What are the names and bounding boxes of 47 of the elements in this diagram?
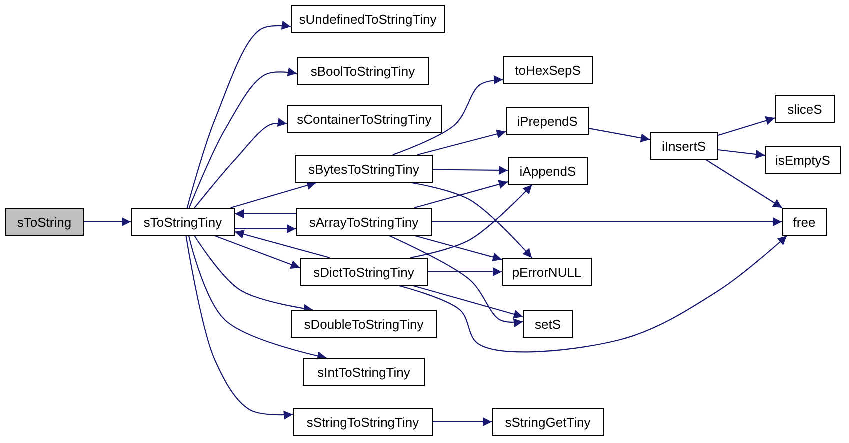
call-arrow <box>413 285 524 319</box>
call-arrow <box>188 68 298 208</box>
call-arrow <box>194 118 288 208</box>
function-box: sToString <box>5 208 84 236</box>
function-box: isEmptyS <box>765 146 841 174</box>
call-arrow <box>399 236 788 353</box>
call-arrow <box>718 116 776 136</box>
function-box: sToStringTiny <box>131 208 235 236</box>
function-box: setS <box>523 310 573 338</box>
call-arrow <box>392 76 504 156</box>
call-arrow <box>428 268 502 276</box>
function-box: free <box>782 208 827 236</box>
call-arrow <box>235 224 296 234</box>
function-box: sBoolToStringTiny <box>297 57 429 85</box>
call-arrow <box>415 235 502 262</box>
call-arrow <box>214 235 300 270</box>
function-box: sBytesToStringTiny <box>295 155 433 183</box>
call-arrow <box>433 418 492 426</box>
function-box: iPrependS <box>506 107 589 135</box>
function-box: pErrorNULL <box>502 258 592 286</box>
call-arrow <box>414 180 508 209</box>
call-arrow <box>235 210 296 218</box>
function-box: iAppendS <box>508 157 588 185</box>
function-box: sArrayToStringTiny <box>296 208 432 236</box>
call-arrow <box>706 160 783 208</box>
function-box: sIntToStringTiny <box>303 358 425 386</box>
call-arrow <box>433 166 508 175</box>
call-arrow <box>234 230 330 259</box>
call-arrow <box>230 181 316 209</box>
call-arrow <box>188 236 327 361</box>
call-arrow <box>432 218 782 226</box>
function-box: sStringToStringTiny <box>293 408 433 436</box>
function-box: sUndefinedToStringTiny <box>291 5 445 33</box>
call-arrow <box>186 21 292 208</box>
function-box: iInsertS <box>650 132 718 160</box>
call-arrow <box>718 149 766 159</box>
function-box: sliceS <box>775 95 835 123</box>
function-box: sDoubleToStringTiny <box>291 310 437 338</box>
function-box: sDictToStringTiny <box>300 258 428 286</box>
function-box: sContainerToStringTiny <box>287 105 442 133</box>
call-arrow <box>417 130 506 156</box>
call-arrow <box>186 236 294 420</box>
function-box: sStringGetTiny <box>492 408 604 436</box>
call-arrow <box>389 236 524 328</box>
call-arrow <box>588 128 650 143</box>
call-arrow <box>84 218 131 226</box>
function-box: toHexSepS <box>503 56 593 84</box>
